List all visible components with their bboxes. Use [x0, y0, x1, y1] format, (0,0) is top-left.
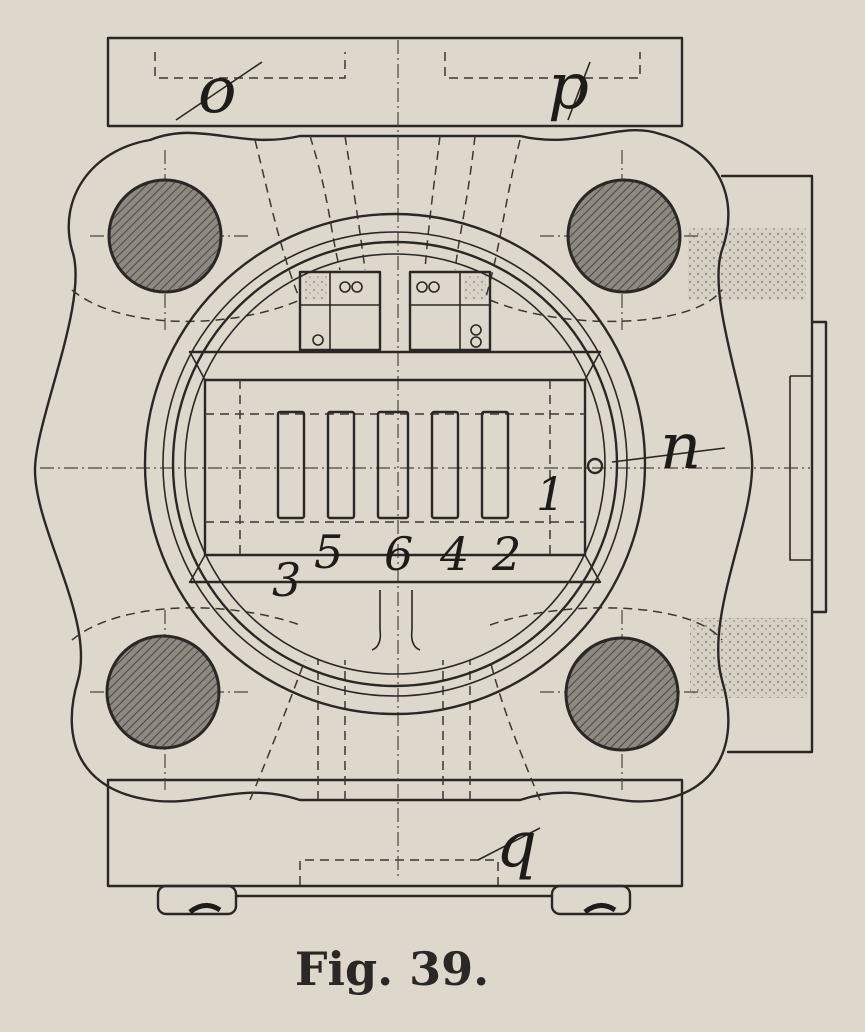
port-slot-2 [480, 410, 510, 520]
bolt-bottom-left [105, 634, 221, 750]
bore [143, 212, 647, 716]
label-q: q [496, 808, 537, 882]
valve-seat [188, 350, 602, 584]
label-p: p [548, 50, 589, 124]
label-port-4: 4 [439, 527, 469, 581]
port-1-marker [586, 457, 604, 475]
bolt-holes [105, 178, 682, 752]
bottom-flange [106, 778, 684, 916]
port-slot-6 [376, 410, 410, 520]
port-slot-5 [326, 410, 356, 520]
label-n: n [660, 410, 701, 484]
bolt-top-left [107, 178, 223, 294]
label-port-5: 5 [314, 525, 343, 579]
label-port-3: 3 [272, 553, 301, 607]
exhaust-slit [371, 590, 421, 651]
label-port-1: 1 [536, 467, 565, 521]
flange-outline [33, 129, 754, 803]
port-slot-4 [430, 410, 460, 520]
bolt-top-right [566, 178, 682, 294]
port-slots [276, 410, 510, 520]
side-boss [688, 174, 828, 754]
leader-lines [175, 61, 726, 861]
top-flange [106, 36, 684, 128]
upper-port-blocks [298, 270, 492, 352]
label-port-2: 2 [491, 527, 521, 581]
label-port-6: 6 [384, 527, 413, 581]
bolt-bottom-right [564, 636, 680, 752]
figure-caption: Fig. 39. [295, 942, 489, 996]
port-slot-3 [276, 410, 306, 520]
label-o: o [198, 54, 237, 128]
